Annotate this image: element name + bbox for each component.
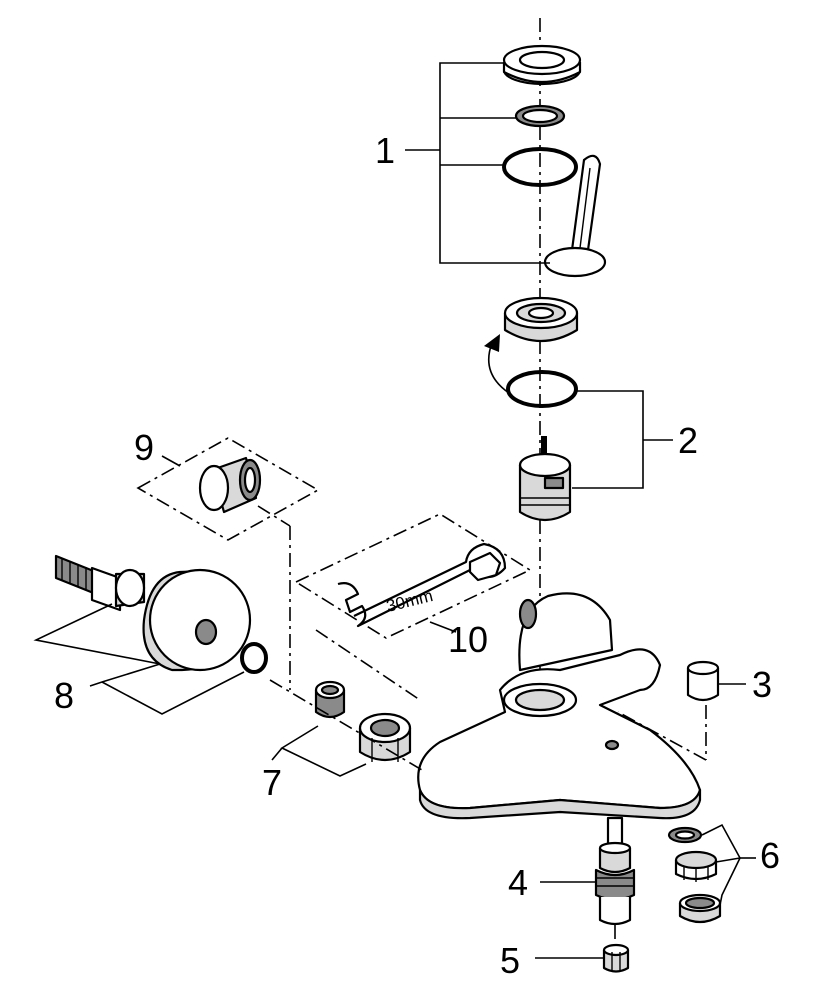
- extension-frame: [136, 437, 320, 541]
- callout-8-bracket: [33, 603, 245, 715]
- diverter-spindle: [594, 816, 636, 926]
- lever-handle: [543, 154, 607, 278]
- small-filter: [602, 943, 630, 973]
- eccentric-fitting: [54, 554, 146, 612]
- callout-5-label: 5: [500, 940, 520, 981]
- callout-8-label: 8: [54, 675, 74, 716]
- callout-9-leader: [161, 455, 181, 467]
- small-o-ring: [514, 104, 566, 128]
- wrench-axis-line: [315, 629, 421, 701]
- callout-7-bracket: [271, 725, 367, 777]
- rosette-washer: [240, 642, 268, 674]
- large-o-ring: [502, 147, 578, 187]
- aerator-housing: [678, 893, 722, 924]
- callout-1-label: 1: [375, 130, 395, 171]
- end-cap: [686, 660, 720, 702]
- callout-10-label: 10: [448, 619, 488, 660]
- rotation-arrow-head-icon: [484, 334, 500, 352]
- union-axis-line: [269, 679, 423, 771]
- callout-3-leader: [617, 683, 746, 761]
- callout-3-label: 3: [752, 664, 772, 705]
- extension-piece: [198, 456, 262, 514]
- callout-2-label: 2: [678, 420, 698, 461]
- s-union: [314, 680, 346, 719]
- cartridge-o-ring: [506, 370, 578, 408]
- callout-9-label: 9: [134, 427, 154, 468]
- callout-2-bracket: [572, 390, 673, 489]
- union-nut: [358, 712, 412, 762]
- trim-ring: [502, 44, 582, 86]
- callout-4-label: 4: [508, 862, 528, 903]
- wrench-tool: [337, 542, 507, 628]
- callout-10-leader: [429, 621, 457, 633]
- callout-7-label: 7: [262, 762, 282, 803]
- callout-1-bracket: [405, 62, 550, 264]
- mixer-body: [417, 592, 702, 820]
- wrench-frame: [294, 513, 532, 639]
- aerator-insert: [674, 850, 718, 882]
- concealing-rosette: [142, 568, 252, 672]
- wrench-size-label: 30mm: [384, 586, 434, 616]
- callout-6-bracket: [701, 823, 756, 906]
- callout-6-label: 6: [760, 835, 780, 876]
- cartridge-nut: [503, 296, 579, 342]
- extension-axis-line: [257, 505, 291, 527]
- aerator-washer: [667, 826, 703, 844]
- ceramic-cartridge: [518, 436, 572, 522]
